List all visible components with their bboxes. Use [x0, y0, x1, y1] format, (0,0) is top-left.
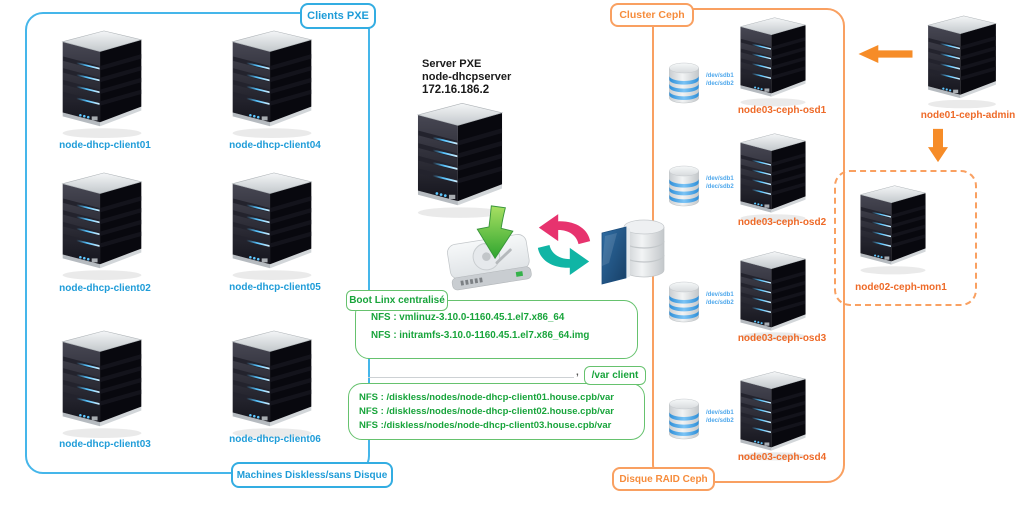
server-tower-icon: [220, 324, 324, 440]
nfs-initramfs-line: NFS : initramfs-3.10.0-1160.45.1.el7.x86…: [371, 330, 590, 341]
client-name-label: node-dhcp-client01: [59, 140, 151, 151]
pxe-server-ip: 172.16.186.2: [422, 84, 490, 96]
server-tower-icon: [730, 128, 816, 224]
osd-name-label: node03-ceph-osd1: [737, 105, 827, 116]
orange-down-arrow-icon: [928, 127, 948, 164]
clients-pxe-group-box: [25, 12, 370, 474]
disk-path-sdb2: /dec/sdb2: [706, 417, 734, 424]
clients-pxe-title: Clients PXE: [307, 10, 369, 22]
server-tower-icon: [50, 166, 154, 282]
raid-cylinder-icon: [664, 279, 704, 327]
pxe-server-hostname: node-dhcpserver: [422, 71, 512, 83]
nfs-var-client03-line: NFS :/diskless/nodes/node-dhcp-client03.…: [359, 420, 612, 431]
server-tower-icon: [220, 166, 324, 282]
sync-arrows-icon: [534, 212, 594, 280]
raid-cylinder-icon: [664, 396, 704, 444]
disk-path-labels: /dev/sdb1 /dec/sdb2: [706, 176, 734, 191]
disk-path-sdb1: /dev/sdb1: [706, 73, 734, 79]
disk-path-labels: /dev/sdb1 /dec/sdb2: [706, 410, 734, 425]
nfs-var-client01-line: NFS : /diskless/nodes/node-dhcp-client01…: [359, 392, 614, 403]
var-client-connector-mark: ,: [576, 367, 579, 378]
var-client-tag: /var client: [584, 366, 646, 385]
mon-node-dashed-box: [834, 170, 977, 306]
client-name-label: node-dhcp-client05: [229, 282, 321, 293]
disk-path-sdb2: /dec/sdb2: [706, 183, 734, 190]
database-book-icon: [596, 214, 670, 286]
osd-name-label: node03-ceph-osd4: [737, 452, 827, 463]
server-tower-icon: [730, 12, 816, 108]
boot-linux-tag: Boot Linx centralisé: [346, 290, 448, 311]
var-client-title: /var client: [591, 370, 639, 381]
disk-path-sdb1: /dev/sdb1: [706, 410, 734, 416]
client-name-label: node-dhcp-client02: [59, 283, 151, 294]
raid-disk-label: Disque RAID Ceph: [619, 473, 708, 485]
disk-path-sdb1: /dev/sdb1: [706, 292, 734, 298]
green-download-arrow-icon: [472, 204, 520, 262]
server-tower-icon: [918, 10, 1006, 110]
mon-name-label: node02-ceph-mon1: [855, 282, 947, 293]
server-tower-icon: [404, 96, 516, 220]
pxe-server-title: Server PXE: [422, 58, 482, 70]
cluster-ceph-title-tag: Cluster Ceph: [610, 3, 694, 27]
server-tower-icon: [850, 180, 936, 276]
disk-path-sdb2: /dec/sdb2: [706, 80, 734, 87]
disk-path-sdb2: /dec/sdb2: [706, 299, 734, 306]
disk-path-labels: /dev/sdb1 /dec/sdb2: [706, 292, 734, 307]
server-tower-icon: [50, 24, 154, 140]
raid-cylinder-icon: [664, 60, 704, 108]
boot-nfs-panel: NFS : vmlinuz-3.10.0-1160.45.1.el7.x86_6…: [355, 300, 638, 359]
diskless-machines-tag: Machines Diskless/sans Disque: [231, 462, 393, 488]
pxe-server-text-block: Server PXE node-dhcpserver 172.16.186.2: [422, 58, 511, 97]
osd-name-label: node03-ceph-osd3: [737, 333, 827, 344]
raid-cylinder-icon: [664, 163, 704, 211]
cluster-ceph-title: Cluster Ceph: [619, 9, 685, 21]
var-client-connector-line: [368, 377, 574, 378]
clients-pxe-title-tag: Clients PXE: [300, 3, 376, 29]
server-tower-icon: [220, 24, 324, 140]
var-nfs-panel: NFS : /diskless/nodes/node-dhcp-client01…: [348, 383, 645, 440]
diskless-machines-label: Machines Diskless/sans Disque: [236, 469, 388, 481]
osd-name-label: node03-ceph-osd2: [737, 217, 827, 228]
nfs-vmlinuz-line: NFS : vmlinuz-3.10.0-1160.45.1.el7.x86_6…: [371, 312, 565, 323]
raid-disk-tag: Disque RAID Ceph: [612, 467, 715, 491]
client-name-label: node-dhcp-client03: [59, 439, 151, 450]
boot-linux-title: Boot Linx centralisé: [349, 295, 445, 306]
client-name-label: node-dhcp-client06: [229, 434, 321, 445]
admin-name-label: node01-ceph-admin: [920, 110, 1016, 121]
client-name-label: node-dhcp-client04: [229, 140, 321, 151]
disk-path-sdb1: /dev/sdb1: [706, 176, 734, 182]
nfs-var-client02-line: NFS : /diskless/nodes/node-dhcp-client02…: [359, 406, 614, 417]
disk-path-labels: /dev/sdb1 /dec/sdb2: [706, 73, 734, 88]
server-tower-icon: [50, 324, 154, 440]
server-tower-icon: [730, 366, 816, 462]
server-tower-icon: [730, 246, 816, 342]
orange-left-arrow-icon: [857, 45, 914, 63]
